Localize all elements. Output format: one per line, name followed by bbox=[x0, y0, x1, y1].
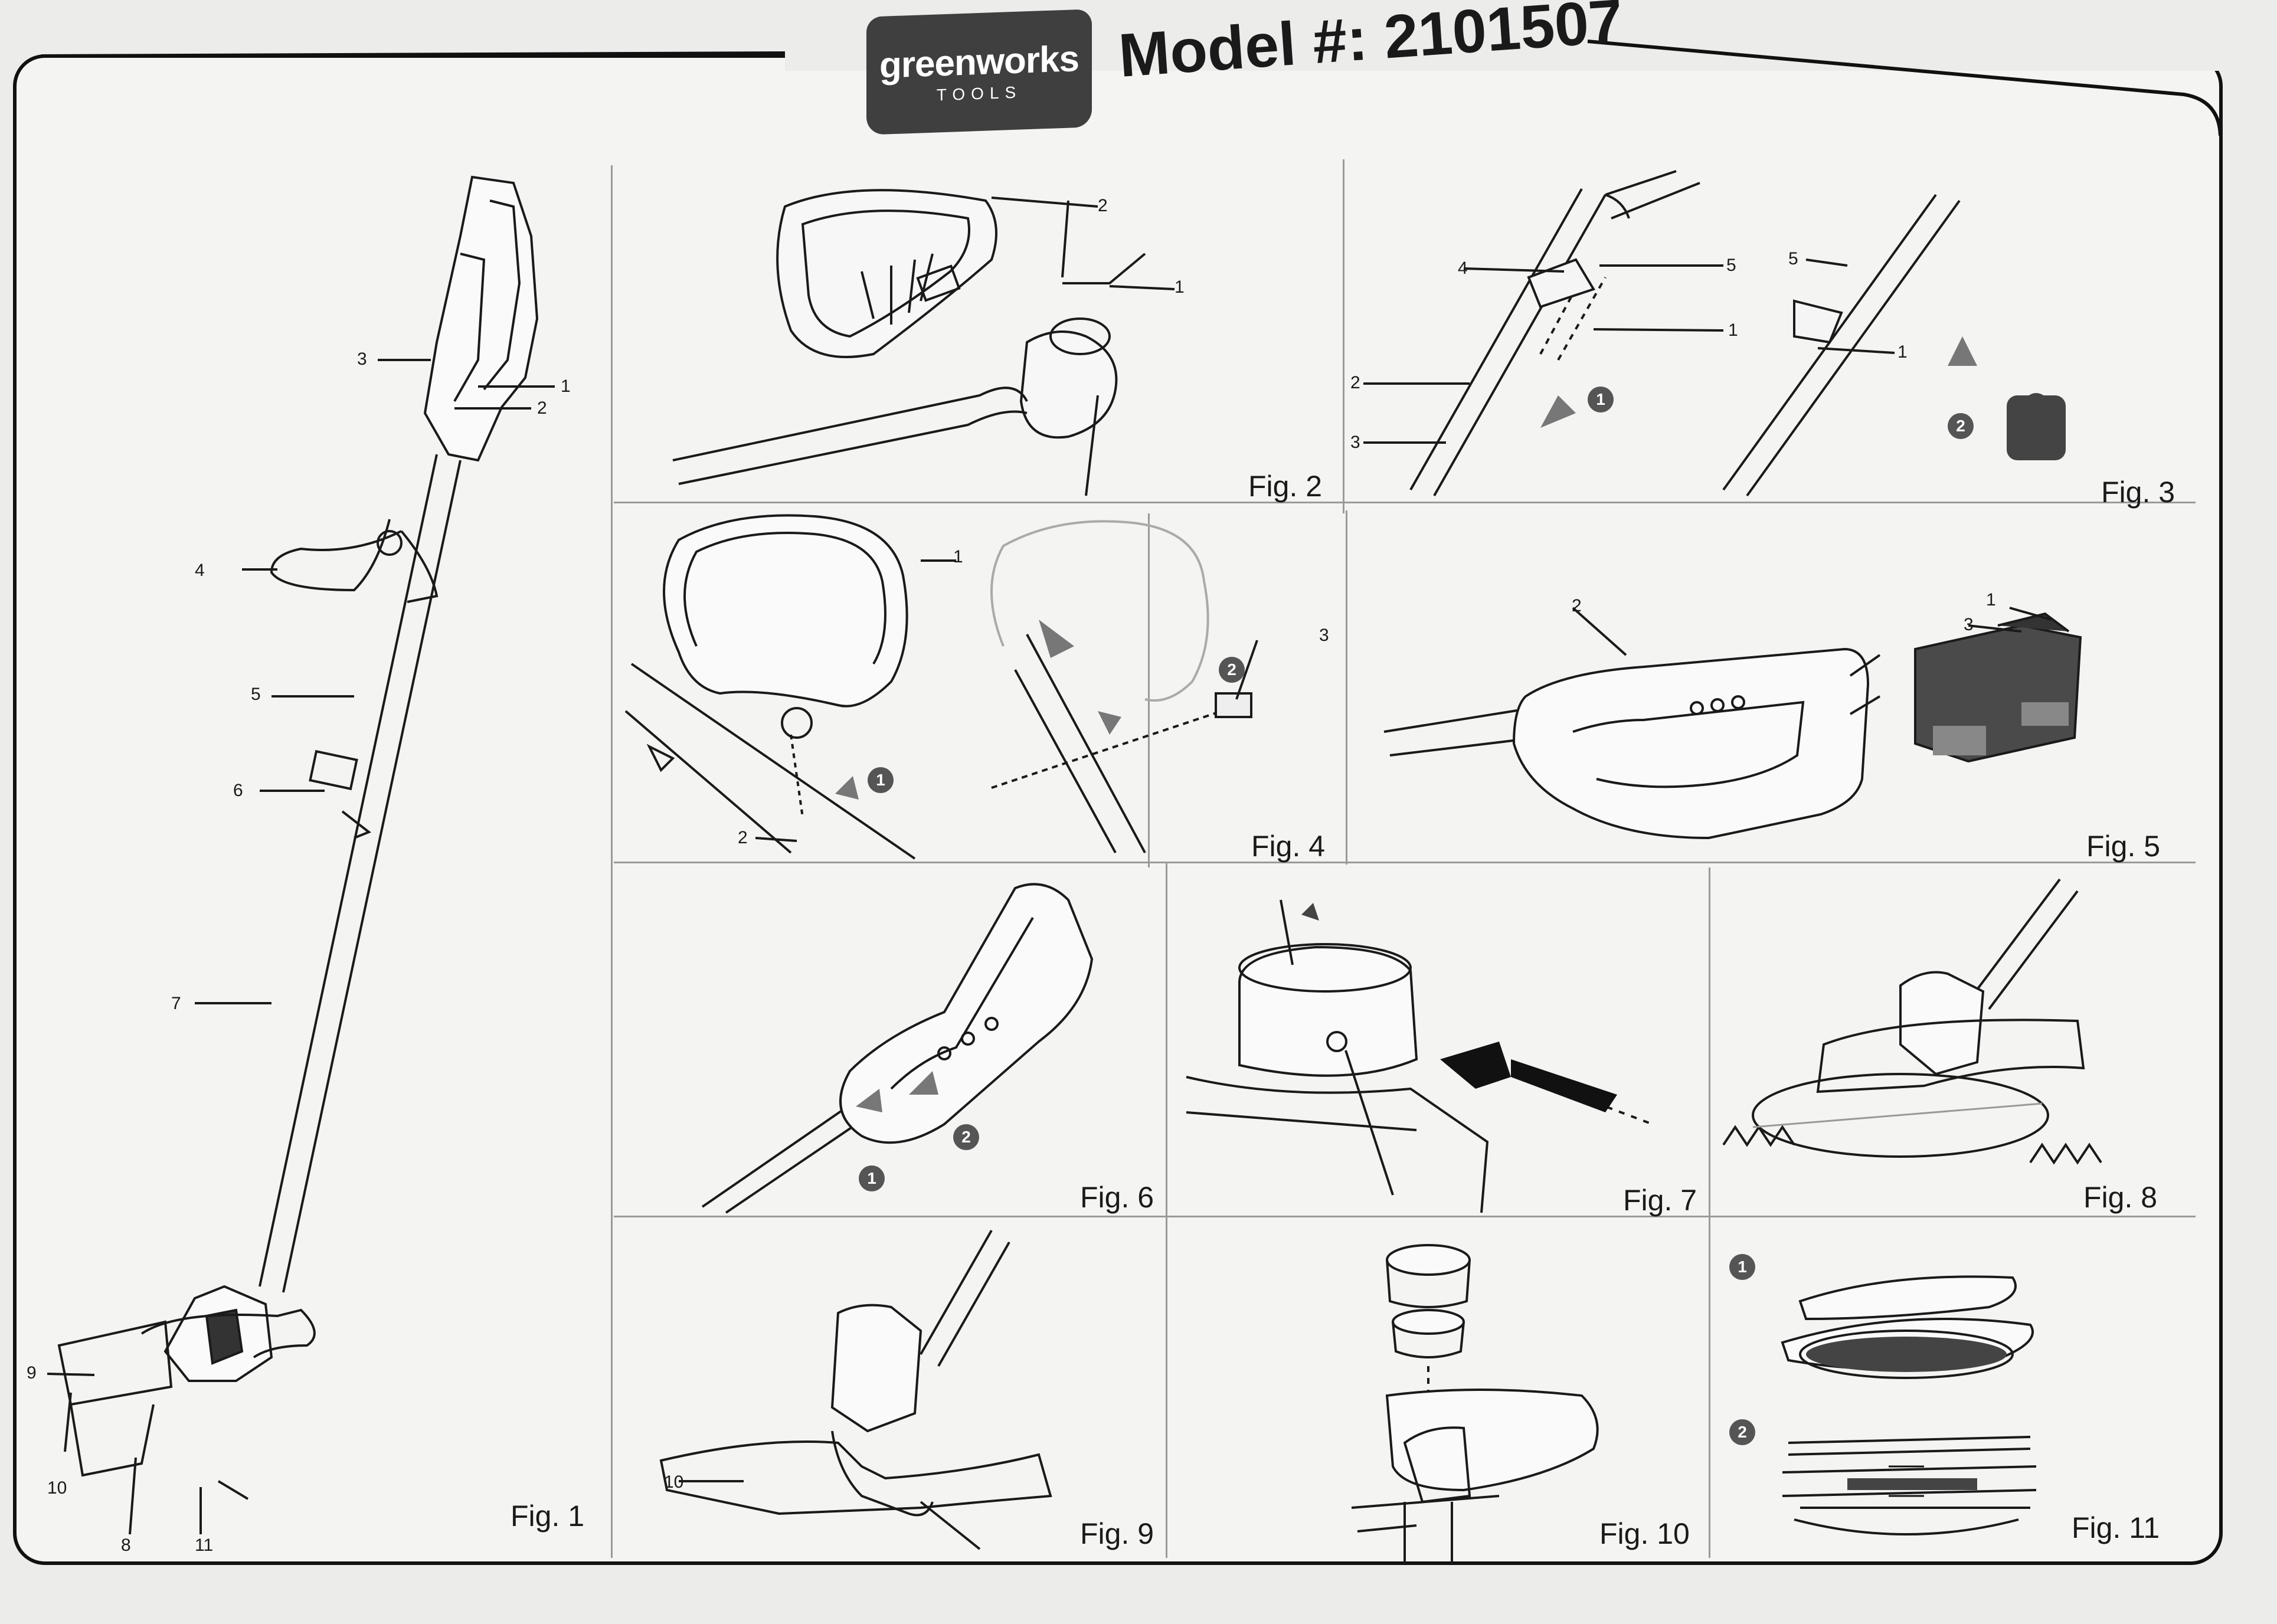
step-2-badge: 2 bbox=[1219, 657, 1245, 683]
callout-2: 2 bbox=[738, 828, 748, 847]
callout-10: 10 bbox=[664, 1472, 684, 1492]
callout-5b: 5 bbox=[1788, 249, 1798, 269]
brand-sub: TOOLS bbox=[936, 82, 1022, 104]
fig-1-label: Fig. 1 bbox=[511, 1499, 585, 1533]
callout-3: 3 bbox=[357, 349, 367, 369]
step-2-badge: 2 bbox=[1948, 413, 1974, 439]
divider-v2 bbox=[1343, 159, 1344, 513]
figure-8: Fig. 8 bbox=[1712, 867, 2196, 1216]
callout-3: 3 bbox=[1350, 433, 1360, 452]
callout-1: 1 bbox=[561, 376, 571, 396]
callout-4: 4 bbox=[1458, 258, 1468, 278]
edge-trimming-illustration bbox=[659, 1230, 1052, 1550]
battery-insert-illustration bbox=[1383, 607, 2082, 840]
divider-v1 bbox=[611, 165, 613, 1558]
loop-handle-illustration bbox=[624, 514, 1258, 860]
figure-6: 1 2 Fig. 6 bbox=[614, 865, 1166, 1216]
figure-9: 10 Fig. 9 bbox=[614, 1219, 1166, 1564]
fig-7-label: Fig. 7 bbox=[1623, 1184, 1697, 1217]
fig-9-label: Fig. 9 bbox=[1080, 1517, 1154, 1550]
callout-6: 6 bbox=[233, 781, 243, 800]
callout-8: 8 bbox=[121, 1535, 131, 1555]
callout-2: 2 bbox=[1098, 196, 1108, 215]
fig-4-label: Fig. 4 bbox=[1251, 830, 1326, 863]
fig-3-label: Fig. 3 bbox=[2101, 476, 2175, 509]
line-winding-illustration bbox=[1781, 1275, 2037, 1535]
callout-1b: 1 bbox=[1898, 342, 1908, 362]
divider-h3 bbox=[614, 1216, 2196, 1217]
divider-v6 bbox=[1346, 510, 1347, 865]
divider-v5 bbox=[1709, 867, 1710, 1558]
fig-6-label: Fig. 6 bbox=[1080, 1181, 1154, 1214]
callout-3: 3 bbox=[1964, 615, 1974, 634]
figure-2: 2 1 Fig. 2 bbox=[614, 165, 1343, 503]
fig-10-label: Fig. 10 bbox=[1599, 1517, 1690, 1550]
fig-2-label: Fig. 2 bbox=[1248, 470, 1323, 503]
brand-logo: greenworks TOOLS bbox=[866, 9, 1092, 135]
callout-5: 5 bbox=[1726, 256, 1736, 275]
callout-4: 4 bbox=[195, 561, 205, 580]
trimmer-illustration bbox=[47, 175, 555, 1535]
callout-5: 5 bbox=[251, 685, 261, 704]
guard-attach-illustration bbox=[672, 189, 1175, 496]
fig-5-label: Fig. 5 bbox=[2086, 830, 2161, 863]
step-2-badge: 2 bbox=[1729, 1419, 1755, 1445]
callout-3: 3 bbox=[1319, 626, 1329, 645]
cutting-position-illustration bbox=[1722, 878, 2102, 1165]
figure-3: 4 5 1 2 3 5 1 1 2 Fig. 3 bbox=[1346, 159, 2196, 509]
callout-9: 9 bbox=[27, 1363, 37, 1383]
figure-4: 1 2 3 1 2 Fig. 4 bbox=[614, 505, 1346, 863]
callout-1: 1 bbox=[1728, 320, 1738, 340]
divider-h1 bbox=[614, 502, 2196, 503]
switch-operation-illustration bbox=[701, 883, 1094, 1214]
brand-name: greenworks bbox=[879, 38, 1079, 86]
step-1-badge: 1 bbox=[868, 767, 894, 793]
callout-11: 11 bbox=[195, 1535, 214, 1555]
callout-2: 2 bbox=[1572, 596, 1582, 615]
callout-1: 1 bbox=[1175, 277, 1185, 297]
callout-7: 7 bbox=[171, 994, 181, 1013]
callout-10: 10 bbox=[47, 1478, 67, 1498]
figure-7: Fig. 7 bbox=[1169, 865, 1709, 1217]
step-2-badge: 2 bbox=[953, 1124, 979, 1150]
figure-10: Fig. 10 bbox=[1169, 1219, 1709, 1564]
step-1-badge: 1 bbox=[1588, 387, 1614, 412]
line-feed-illustration bbox=[1186, 899, 1653, 1213]
divider-v4 bbox=[1166, 862, 1167, 1558]
callout-2: 2 bbox=[537, 398, 547, 418]
spool-replacement-illustration bbox=[1351, 1244, 1599, 1564]
shaft-assembly-illustration bbox=[1363, 170, 2066, 497]
fig-8-label: Fig. 8 bbox=[2083, 1181, 2158, 1214]
figure-11: 1 2 Fig. 11 bbox=[1712, 1219, 2196, 1558]
step-1-badge: 1 bbox=[1729, 1254, 1755, 1280]
divider-h2 bbox=[614, 862, 2196, 863]
figure-1: 3 1 2 4 5 6 7 9 10 8 11 Fig. 1 bbox=[24, 165, 608, 1564]
step-1-badge: 1 bbox=[859, 1165, 885, 1191]
callout-2: 2 bbox=[1350, 373, 1360, 392]
callout-1: 1 bbox=[953, 547, 963, 567]
callout-1: 1 bbox=[1986, 590, 1996, 610]
fig-11-label: Fig. 11 bbox=[2072, 1511, 2160, 1544]
figure-5: 2 3 1 Fig. 5 bbox=[1349, 508, 2196, 863]
divider-v3 bbox=[1148, 513, 1150, 867]
